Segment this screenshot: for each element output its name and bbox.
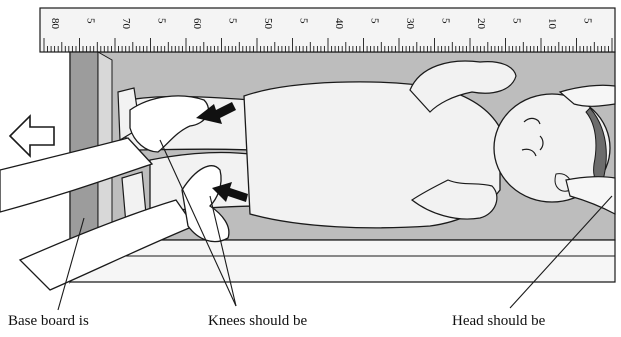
base-board-caption: Base board is: [8, 313, 89, 330]
head-caption: Head should be: [452, 313, 545, 330]
left-arrow-icon: [10, 116, 54, 156]
board-bottom-rail: [70, 240, 615, 282]
ruler-label: 5: [369, 18, 381, 24]
ruler-label: 5: [582, 18, 594, 24]
ruler-label: 40: [333, 18, 345, 30]
ruler-strip: [40, 8, 615, 52]
ruler-label: 5: [511, 18, 523, 24]
ruler-label: 50: [262, 18, 274, 30]
ruler-label: 10: [546, 18, 558, 30]
ruler-label: 5: [227, 18, 239, 24]
ruler-label: 5: [85, 18, 97, 24]
ruler-label: 20: [475, 18, 487, 30]
ruler-label: 80: [49, 18, 61, 30]
ruler-label: 5: [156, 18, 168, 24]
ruler-label: 60: [191, 18, 203, 30]
knees-caption: Knees should be: [208, 313, 307, 330]
ruler-label: 5: [298, 18, 310, 24]
ruler-label: 70: [120, 18, 132, 30]
ruler-label: 5: [440, 18, 452, 24]
ruler-label: 30: [404, 18, 416, 30]
